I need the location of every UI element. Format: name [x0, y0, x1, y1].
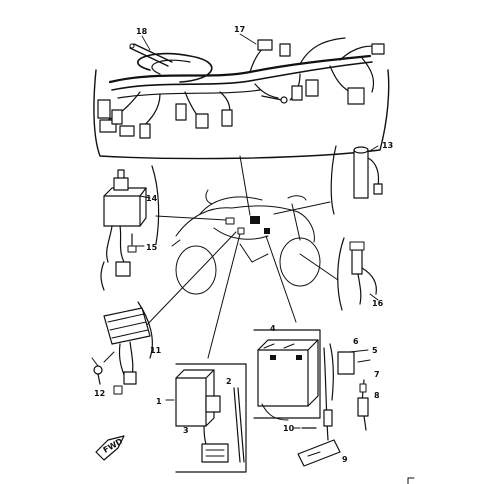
callout-13: 13 — [382, 141, 393, 150]
callout-2: 2 — [226, 377, 232, 386]
callout-10: 10 — [283, 424, 295, 433]
callout-12: 12 — [94, 389, 105, 398]
callout-7: 7 — [374, 370, 380, 379]
cdi-unit — [165, 363, 247, 473]
callout-6: 6 — [353, 337, 359, 346]
callout-8: 8 — [374, 391, 380, 400]
flasher-relay — [330, 145, 383, 215]
callout-17: 17 — [234, 25, 245, 34]
motorcycle-outline — [171, 189, 321, 295]
leader-lines — [141, 155, 339, 359]
callout-14: 14 — [146, 194, 158, 203]
battery — [253, 329, 321, 421]
battery-leads-and-fuse — [293, 343, 371, 467]
callout-11: 11 — [150, 346, 162, 355]
callout-numbers: 1 2 3 4 5 6 7 8 9 10 11 12 13 14 15 16 1… — [94, 25, 393, 464]
brake-light-switch — [337, 237, 379, 311]
wire-harness — [93, 37, 390, 160]
callout-5: 5 — [372, 346, 378, 355]
front-direction-arrow: FWD — [95, 435, 125, 461]
callout-1: 1 — [156, 397, 162, 406]
callout-9: 9 — [342, 455, 348, 464]
rectifier-regulator — [91, 301, 153, 395]
corner-mark — [407, 477, 415, 484]
callout-4: 4 — [270, 324, 276, 333]
callout-16: 16 — [372, 299, 384, 308]
main-switch — [100, 165, 160, 291]
callout-3: 3 — [183, 426, 189, 435]
callout-15: 15 — [146, 243, 158, 252]
callout-18: 18 — [136, 27, 148, 36]
